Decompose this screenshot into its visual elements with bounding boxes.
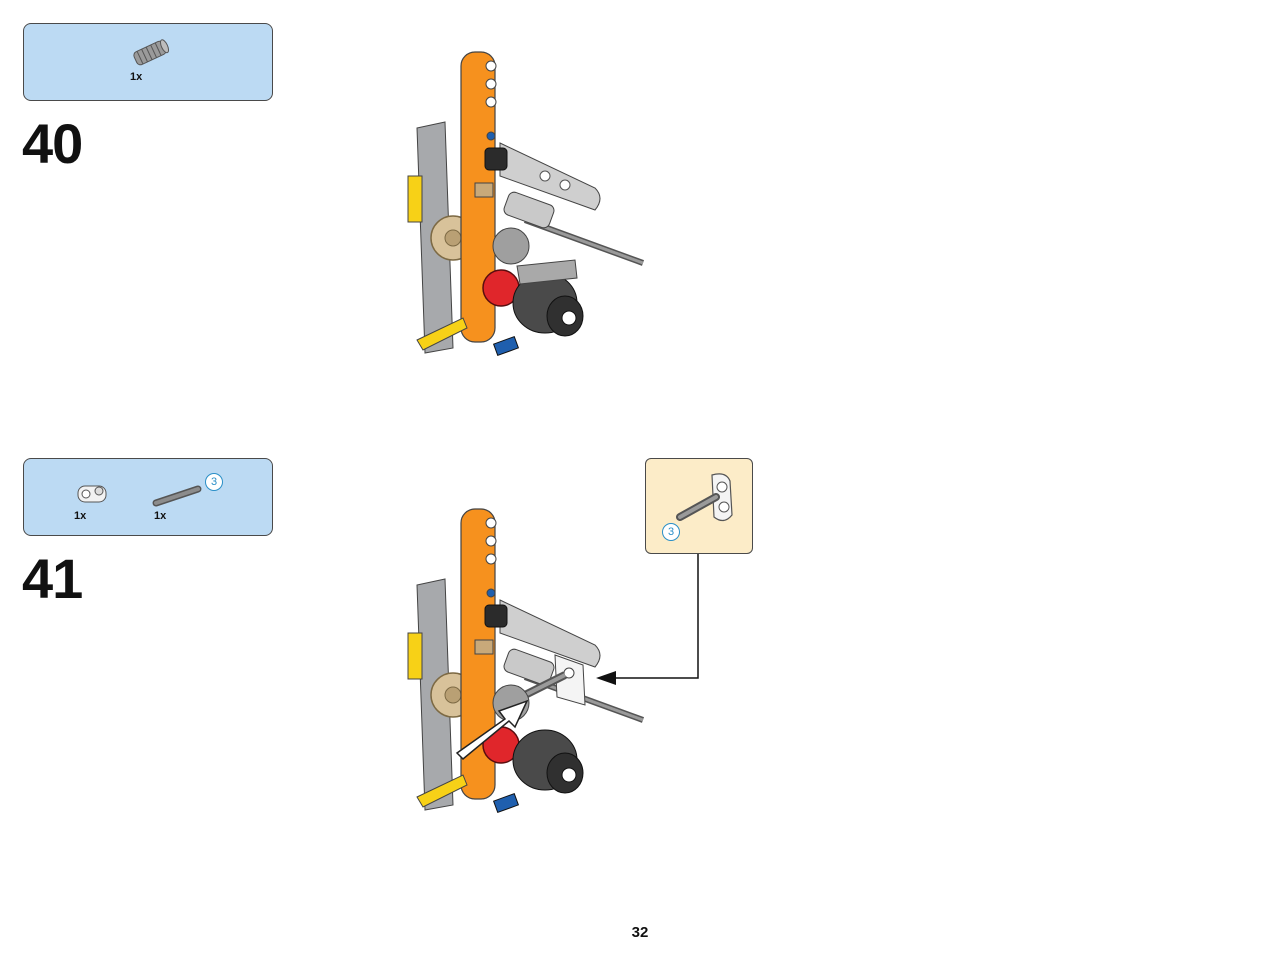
assembly-illustration-step-41: [407, 508, 645, 814]
axle-in-cross-block-icon: [676, 473, 733, 522]
parts-list-step-41: 1x 3 1x: [23, 458, 273, 536]
step-number: 41: [22, 547, 83, 610]
callout-connector-arrow: [596, 554, 699, 685]
part-quantity: 1x: [74, 510, 87, 522]
part-quantity: 1x: [130, 71, 143, 83]
worm-gear-icon: [133, 39, 170, 66]
assembly-illustration-step-40: [407, 51, 645, 357]
sub-assembly-callout: 3: [645, 458, 753, 554]
axle-length-badge: 3: [662, 523, 680, 541]
step-number: 40: [22, 112, 83, 175]
cross-block-icon: [77, 485, 107, 503]
axle-icon: [152, 485, 202, 507]
axle-length-badge: 3: [205, 473, 223, 491]
parts-list-step-40: 1x: [23, 23, 273, 101]
page-number: 32: [631, 924, 649, 941]
part-quantity: 1x: [154, 510, 167, 522]
insertion-arrow-icon: [455, 699, 529, 761]
